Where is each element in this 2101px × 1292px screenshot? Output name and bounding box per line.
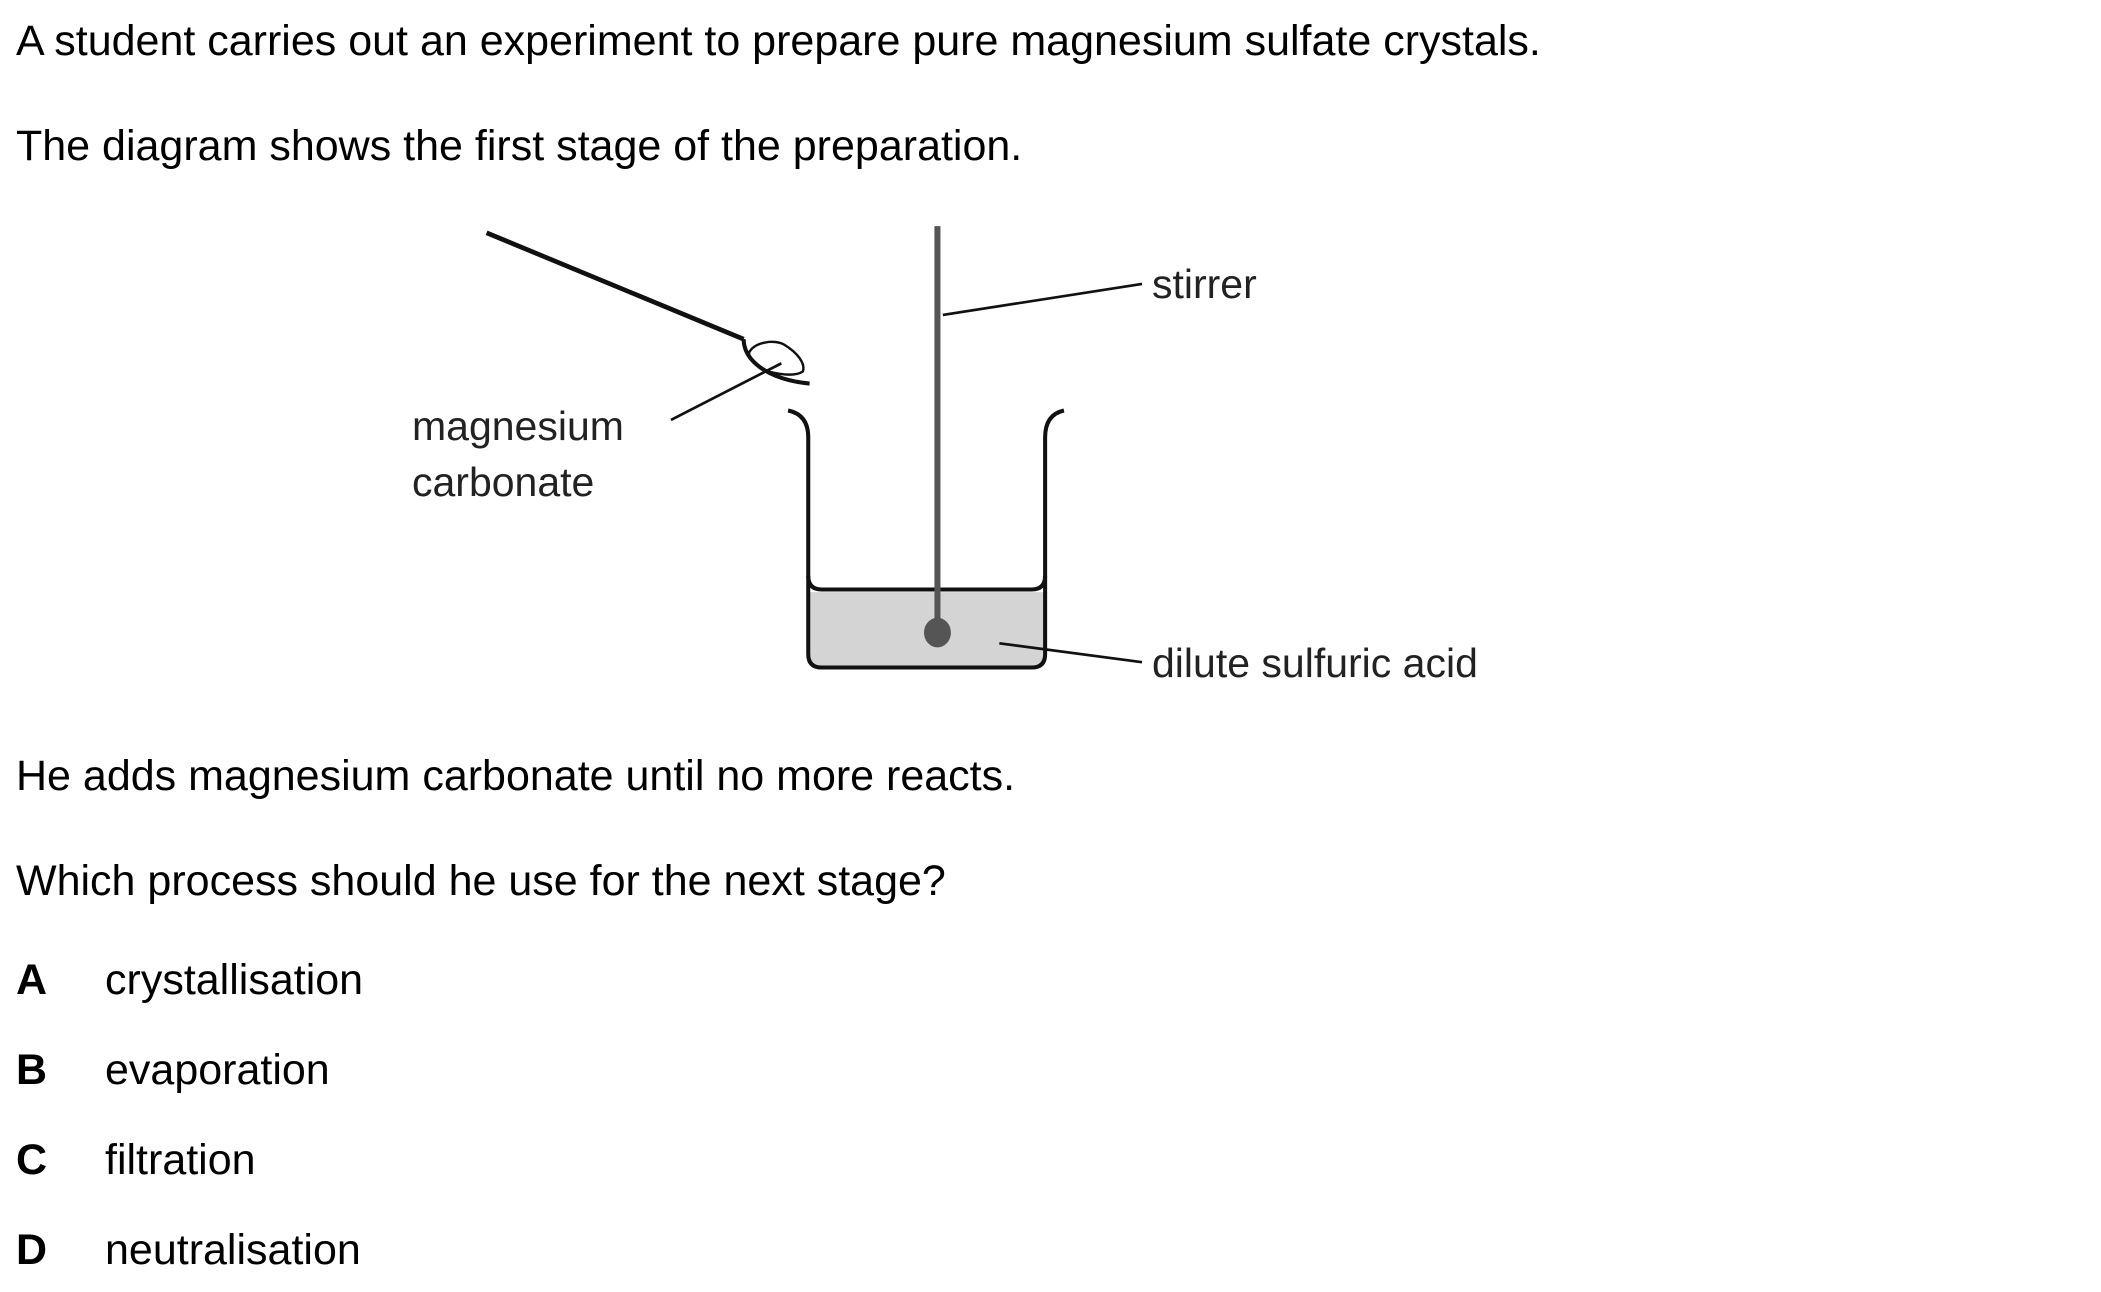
acid-leader xyxy=(999,641,1143,664)
option-letter: D xyxy=(16,1226,48,1274)
stirrer-rod-icon xyxy=(923,226,951,648)
option-letter: A xyxy=(16,956,48,1004)
option-letter: C xyxy=(16,1136,48,1184)
magnesium-carbonate-leader xyxy=(670,362,782,422)
diagram-caption: The diagram shows the first stage of the… xyxy=(16,122,1023,170)
step-text: He adds magnesium carbonate until no mor… xyxy=(16,752,1016,800)
option-text: crystallisation xyxy=(105,956,364,1004)
option-letter: B xyxy=(16,1046,48,1094)
option-text: evaporation xyxy=(105,1046,330,1094)
question-prompt: Which process should he use for the next… xyxy=(16,857,946,905)
label-carbonate: carbonate xyxy=(412,459,595,505)
stirrer-leader xyxy=(942,282,1143,317)
label-acid: dilute sulfuric acid xyxy=(1152,640,1478,686)
option-text: neutralisation xyxy=(105,1226,361,1274)
option-text: filtration xyxy=(105,1136,256,1184)
label-stirrer: stirrer xyxy=(1152,261,1257,307)
spatula-icon xyxy=(485,230,810,386)
label-magnesium: magnesium xyxy=(412,403,624,449)
intro-text: A student carries out an experiment to p… xyxy=(16,17,1541,65)
